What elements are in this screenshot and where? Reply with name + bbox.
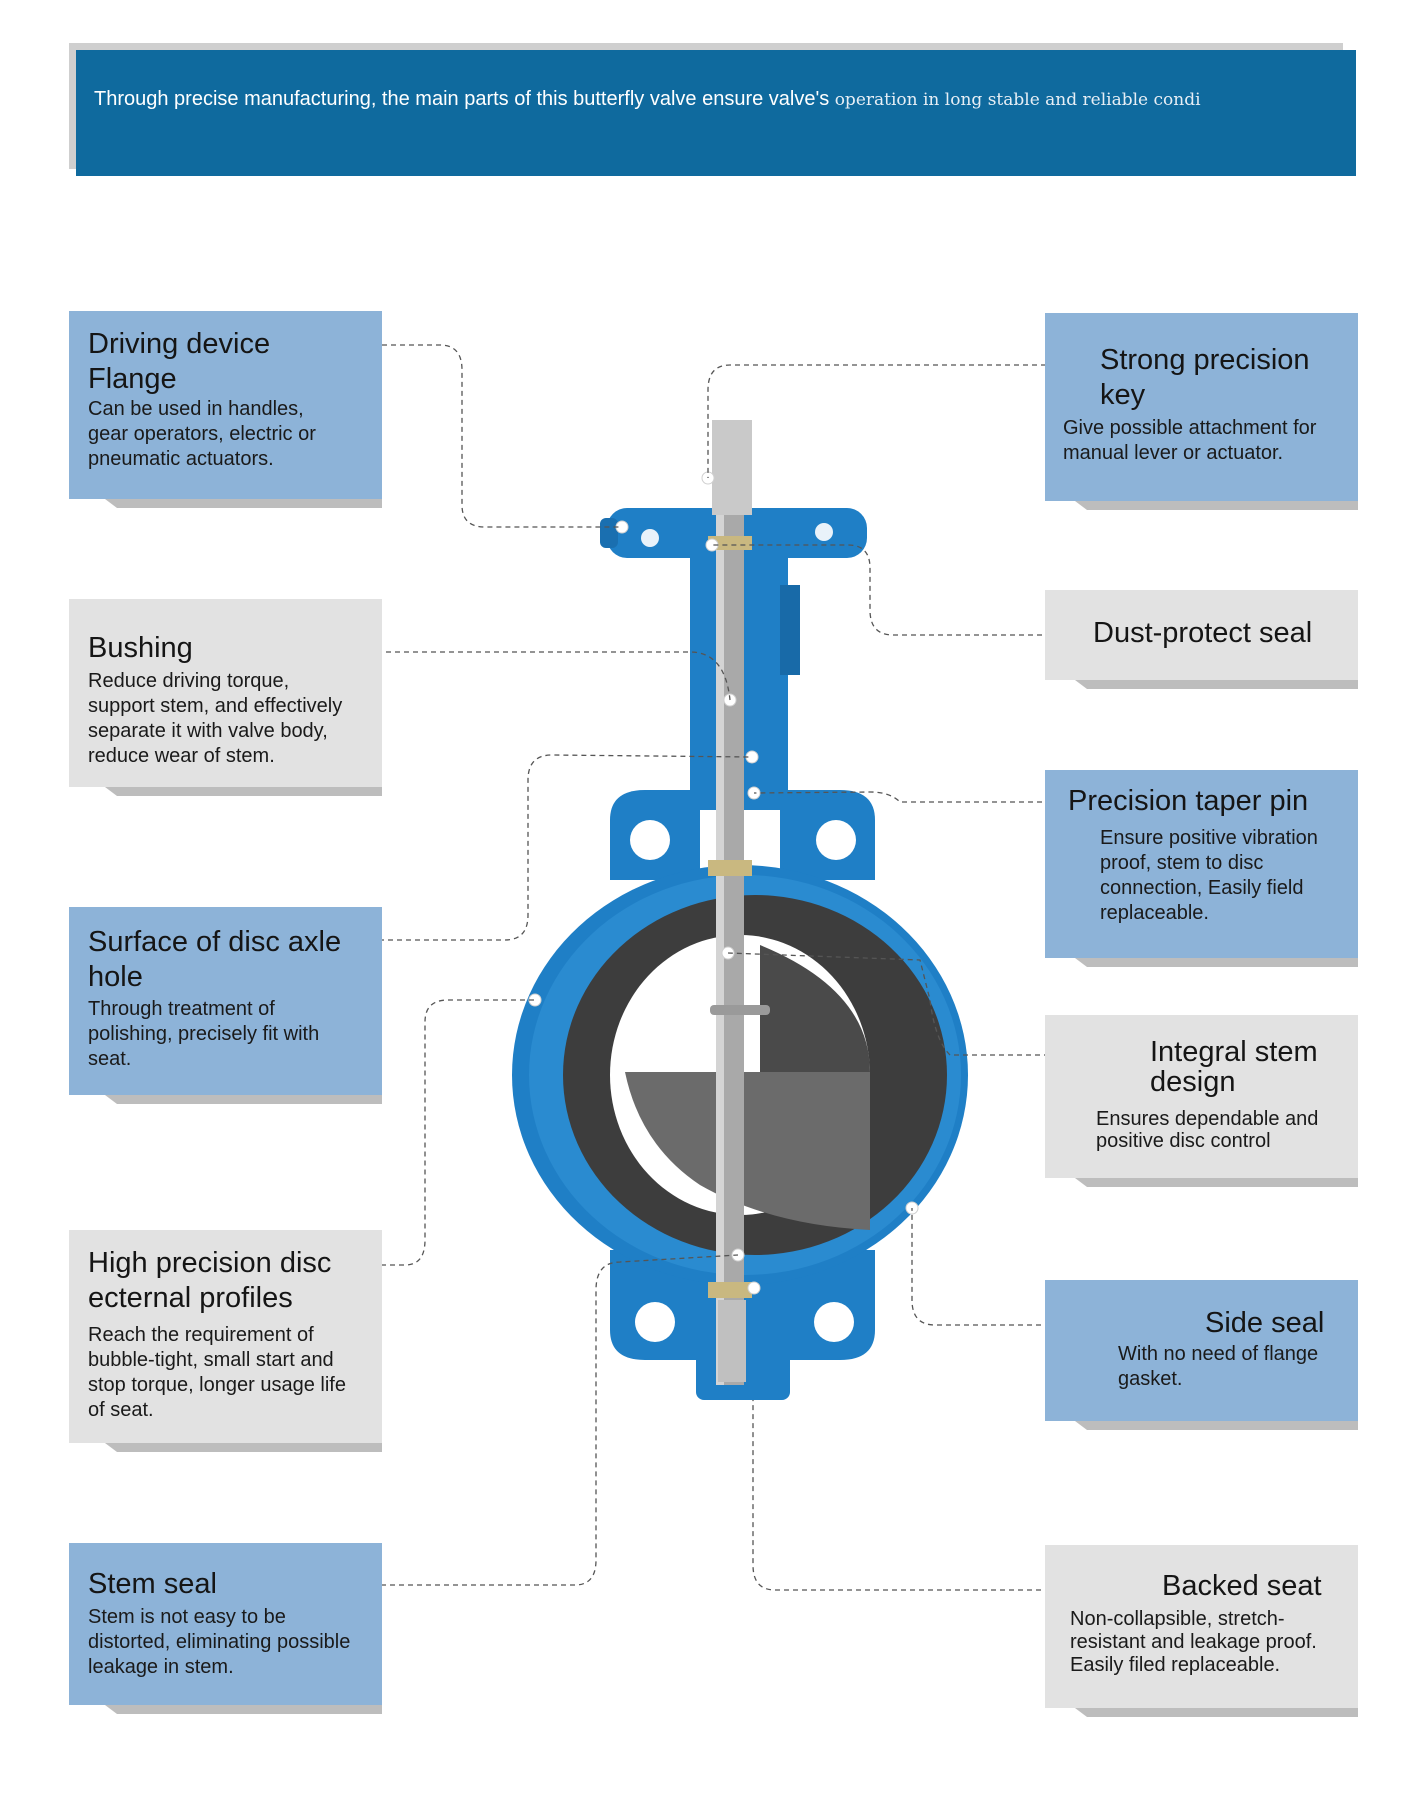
- banner-text-tail: operation in long stable and reliable co…: [829, 90, 1201, 110]
- callout-stem-seal: Stem seal Stem is not easy to be distort…: [69, 1543, 382, 1714]
- valve-disc: [625, 1072, 870, 1230]
- valve-illustration: [512, 420, 968, 1400]
- callout-description: Give possible attachment for manual leve…: [1063, 417, 1317, 464]
- callout-title: Surface of disc axle hole: [88, 926, 342, 993]
- callout-title: Side seal: [1205, 1307, 1325, 1339]
- taper-pin: [710, 1005, 770, 1015]
- callout-backed-seat: Backed seat Non-collapsible, stretch- re…: [1045, 1545, 1358, 1717]
- header-banner: Through precise manufacturing, the main …: [76, 50, 1356, 176]
- callout-title: Precision taper pin: [1068, 785, 1309, 817]
- callout-title: High precision disc ecternal profiles: [88, 1247, 332, 1314]
- callout-title: Stem seal: [88, 1568, 217, 1600]
- callout-precision-taper-pin: Precision taper pin Ensure positive vibr…: [1045, 770, 1358, 967]
- callout-title: Strong precision key: [1100, 344, 1310, 411]
- callout-surface-disc-axle-hole: Surface of disc axle hole Through treatm…: [69, 907, 382, 1104]
- callout-title: Driving device Flange: [88, 328, 271, 395]
- bolt-hole-lower-left: [635, 1302, 675, 1342]
- callout-integral-stem-design: Integral stem design Ensures dependable …: [1045, 1015, 1358, 1187]
- callout-description: Ensures dependable and positive disc con…: [1096, 1108, 1319, 1152]
- callout-title: Backed seat: [1162, 1570, 1322, 1602]
- banner-text: Through precise manufacturing, the main …: [94, 88, 1201, 111]
- callout-dust-protect-seal: Dust-protect seal: [1045, 590, 1358, 689]
- bolt-hole-lower-right: [814, 1302, 854, 1342]
- callout-high-precision-disc: High precision disc ecternal profiles Re…: [69, 1230, 382, 1452]
- bushing-ring-upper: [708, 860, 752, 876]
- banner-text-main: Through precise manufacturing, the main …: [94, 88, 830, 110]
- bushing-ring-lower: [708, 1282, 752, 1298]
- callout-bushing: Bushing Reduce driving torque, support s…: [69, 599, 382, 796]
- callout-strong-precision-key: Strong precision key Give possible attac…: [1045, 313, 1358, 510]
- callout-side-seal: Side seal With no need of flange gasket.: [1045, 1280, 1358, 1430]
- callout-description: Non-collapsible, stretch- resistant and …: [1070, 1608, 1317, 1676]
- callout-title: Bushing: [88, 632, 193, 664]
- callout-description: Through treatment of polishing, precisel…: [88, 998, 320, 1070]
- callout-title: Integral stem design: [1150, 1036, 1318, 1098]
- bolt-hole-upper-right: [816, 820, 856, 860]
- callout-driving-device-flange: Driving device Flange Can be used in han…: [69, 311, 382, 508]
- leader-lines: [233, 344, 1185, 1591]
- callout-description: Ensure positive vibration proof, stem to…: [1100, 827, 1318, 924]
- callout-description: Can be used in handles, gear operators, …: [88, 398, 316, 470]
- callout-description: Reduce driving torque, support stem, and…: [88, 670, 343, 767]
- callout-title: Dust-protect seal: [1093, 617, 1313, 649]
- dust-seal-ring: [708, 536, 752, 550]
- bolt-hole-upper-left: [630, 820, 670, 860]
- callout-description: Stem is not easy to be distorted, elimin…: [88, 1606, 351, 1678]
- callout-description: Reach the requirement of bubble-tight, s…: [88, 1324, 346, 1421]
- callout-description: With no need of flange gasket.: [1118, 1343, 1319, 1390]
- stem-top-key: [712, 420, 752, 515]
